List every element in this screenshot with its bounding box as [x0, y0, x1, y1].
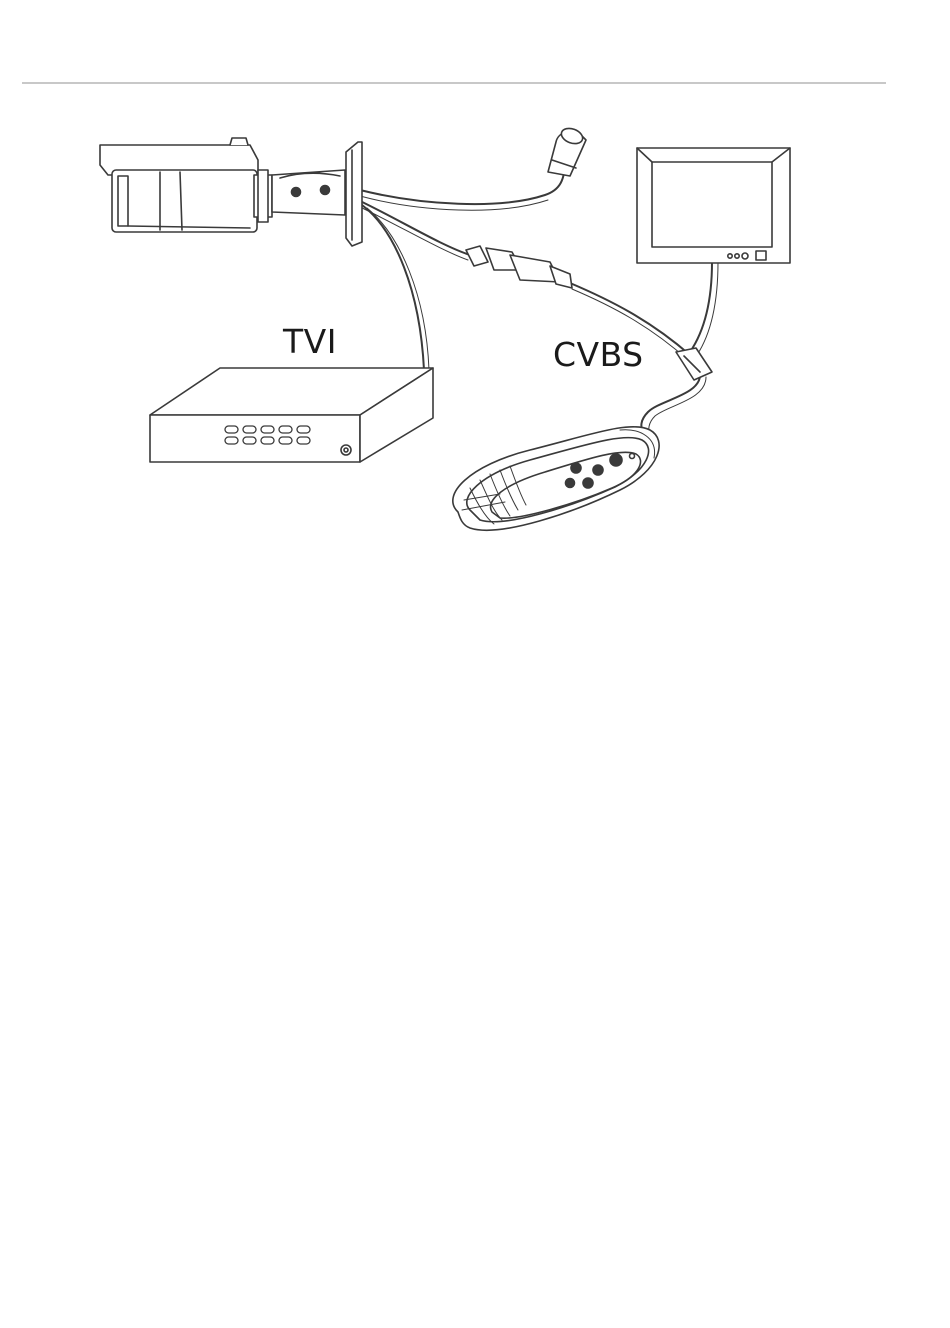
connection-diagram — [0, 0, 950, 600]
monitor-cable — [690, 262, 712, 352]
bullet-camera — [100, 138, 362, 246]
bnc-adapter — [466, 246, 572, 288]
tvi-label: TVI — [283, 325, 337, 358]
video-cable — [358, 200, 470, 255]
dvr-recorder — [150, 368, 433, 462]
monitor — [637, 148, 790, 263]
cvbs-junction — [676, 348, 712, 380]
power-cable — [360, 160, 565, 204]
power-connector — [548, 126, 586, 176]
cvbs-label: CVBS — [553, 338, 644, 371]
handheld-test-monitor — [453, 427, 659, 530]
